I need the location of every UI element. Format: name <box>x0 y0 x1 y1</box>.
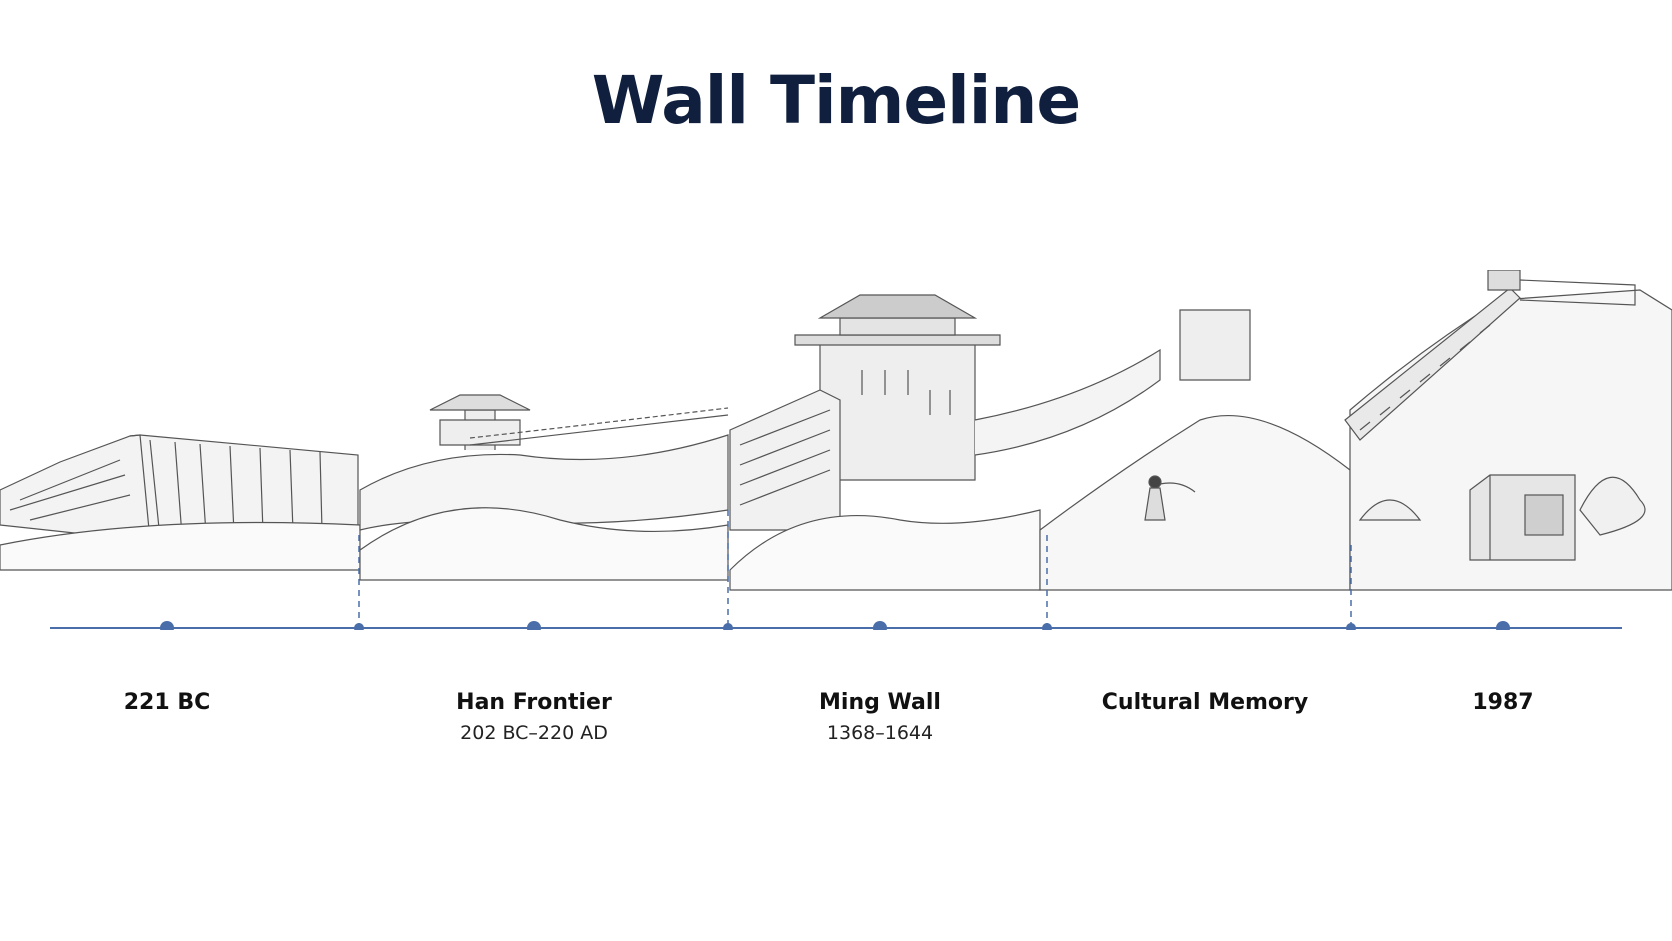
stone-monument-sketch <box>1344 270 1672 591</box>
timeline-event-1: 221 BC <box>17 690 317 722</box>
ming-gate-tower-sketch <box>729 294 1251 591</box>
separator-dot-4 <box>1346 623 1356 630</box>
han-watchtower-wall-sketch <box>359 394 729 581</box>
event-label: 221 BC <box>123 690 211 715</box>
page-title: Wall Timeline <box>591 62 1081 139</box>
timeline-dot-2 <box>527 621 541 630</box>
event-label: Han Frontier <box>456 690 612 715</box>
separator-dot-2 <box>723 623 733 630</box>
event-label: 1987 <box>1472 690 1534 715</box>
timeline-event-4: Cultural Memory <box>1055 690 1355 722</box>
timeline-event-3: Ming Wall 1368–1644 <box>730 690 1030 744</box>
timeline-event-5: 1987 <box>1353 690 1653 722</box>
separator-dot-1 <box>354 623 364 630</box>
separator-dot-3 <box>1042 623 1052 630</box>
event-date-range: 1368–1644 <box>826 722 934 744</box>
illustration-panorama <box>0 270 1672 630</box>
event-label: Ming Wall <box>819 690 941 715</box>
walking-figure-sketch <box>1039 414 1351 591</box>
timeline-dot-1 <box>160 621 174 630</box>
timeline-dot-3 <box>873 621 887 630</box>
event-date-range: 202 BC–220 AD <box>460 722 608 744</box>
timeline-dot-5 <box>1496 621 1510 630</box>
timeline-event-2: Han Frontier 202 BC–220 AD <box>384 690 684 744</box>
rammed-earth-wall-sketch <box>0 434 361 571</box>
event-label: Cultural Memory <box>1101 690 1309 715</box>
